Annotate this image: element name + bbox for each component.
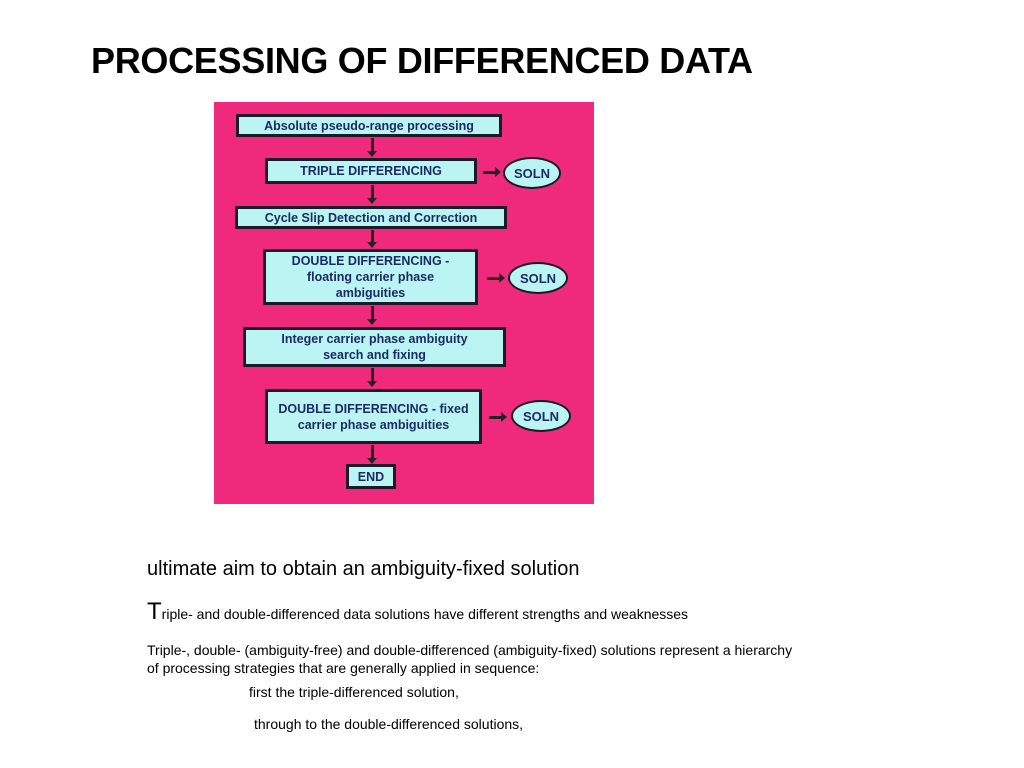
bullet-hierarchy: Triple-, double- (ambiguity-free) and do… [147, 642, 793, 676]
step-cycle-slip: Cycle Slip Detection and Correction [235, 206, 507, 229]
arrow-down [367, 138, 377, 157]
arrow-down [367, 445, 377, 464]
step-double-differencing-floating: DOUBLE DIFFERENCING - floating carrier p… [263, 249, 478, 305]
step-double-differencing-fixed: DOUBLE DIFFERENCING - fixed carrier phas… [265, 389, 482, 444]
soln-ellipse: SOLN [503, 157, 561, 189]
arrow-right [483, 167, 501, 177]
drop-cap: T [147, 598, 162, 625]
arrow-down [367, 185, 377, 204]
arrow-right [487, 273, 505, 283]
step-end: END [346, 464, 396, 489]
soln-ellipse: SOLN [511, 400, 571, 432]
arrow-down [367, 306, 377, 325]
strengths-text: riple- and double-differenced data solut… [161, 606, 689, 622]
step-absolute-pseudo-range: Absolute pseudo-range processing [236, 114, 502, 137]
step-triple-differencing: TRIPLE DIFFERENCING [265, 158, 477, 184]
arrow-down [367, 230, 377, 248]
step-integer-ambiguity: Integer carrier phase ambiguity search a… [243, 327, 506, 367]
bullet-strengths: Triple- and double-differenced data solu… [147, 598, 688, 626]
arrow-right [489, 412, 507, 422]
bullet-ultimate-aim: ultimate aim to obtain an ambiguity-fixe… [147, 558, 580, 580]
flowchart: Absolute pseudo-range processing TRIPLE … [214, 102, 594, 504]
arrow-down [367, 368, 377, 387]
page-title: PROCESSING OF DIFFERENCED DATA [91, 40, 753, 81]
sub-double: through to the double-differenced soluti… [254, 716, 524, 732]
soln-ellipse: SOLN [508, 262, 568, 294]
sub-triple: first the triple-differenced solution, [249, 684, 459, 700]
